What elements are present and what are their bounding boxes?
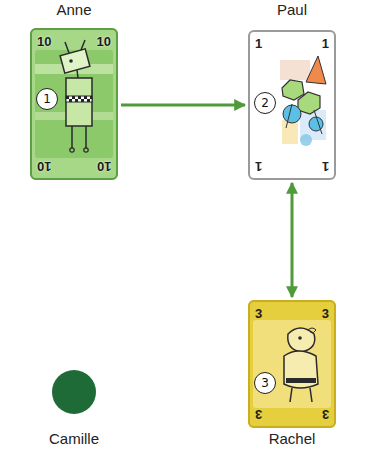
player-name: Anne: [56, 2, 91, 19]
flow-arrow: [121, 104, 245, 107]
callout-text: 3: [261, 377, 269, 389]
playing-card: 3 3 3 3 3: [248, 300, 336, 428]
callout-number: 1: [36, 88, 58, 110]
player-name: Camille: [49, 431, 99, 448]
player-name: Rachel: [269, 431, 316, 448]
card-value: 3: [322, 408, 329, 421]
card-value: 10: [97, 35, 111, 48]
card-value: 3: [322, 307, 329, 320]
flow-arrow: [291, 183, 294, 297]
playing-card: 10 10 10 10 1: [30, 28, 118, 180]
callout-text: 2: [261, 97, 269, 109]
card-value: 1: [322, 160, 329, 173]
callout-text: 1: [43, 93, 51, 105]
callout-number: 2: [254, 92, 276, 114]
card-value: 3: [255, 307, 262, 320]
card-value: 1: [322, 37, 329, 50]
card-value: 10: [37, 35, 51, 48]
anne-card-face: [30, 28, 118, 180]
card-value: 3: [255, 408, 262, 421]
player-token: [52, 370, 96, 414]
card-value: 10: [97, 160, 111, 173]
card-value: 1: [255, 160, 262, 173]
playing-card: 1 1 1 1 2: [248, 30, 336, 180]
card-value: 1: [255, 37, 262, 50]
paul-card-face: [248, 30, 336, 180]
callout-number: 3: [254, 372, 276, 394]
player-name: Paul: [277, 2, 307, 19]
rachel-card-face: [248, 300, 336, 428]
card-value: 10: [37, 160, 51, 173]
